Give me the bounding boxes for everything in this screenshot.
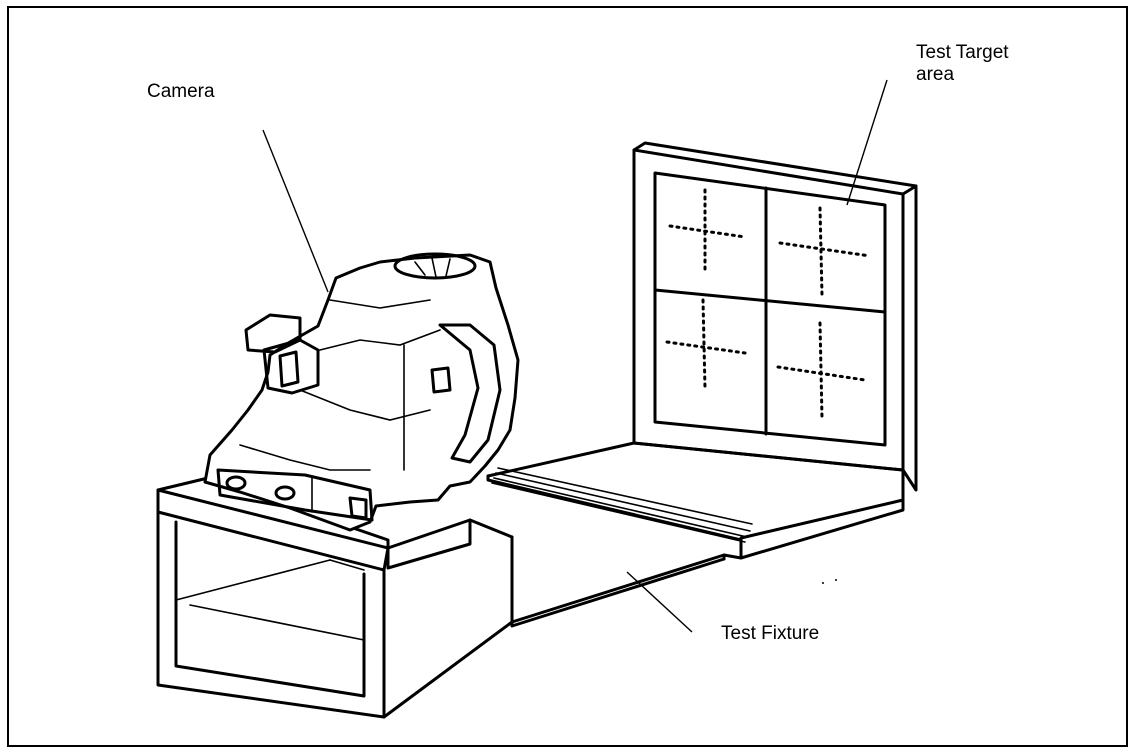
speck bbox=[835, 579, 837, 581]
target-leader-line bbox=[846, 79, 888, 206]
camera-leader-line bbox=[262, 129, 329, 293]
fixture-base bbox=[486, 441, 905, 628]
test-fixture-label: Test Fixture bbox=[721, 623, 820, 644]
camera-stand bbox=[156, 476, 514, 719]
speck bbox=[822, 582, 824, 584]
test-target-label-line1: Test Target bbox=[916, 42, 1009, 63]
camera-body bbox=[203, 252, 520, 532]
figure-border bbox=[7, 6, 1128, 747]
test-target-label-line2: area bbox=[916, 64, 955, 85]
camera-label: Camera bbox=[147, 81, 215, 102]
target-crosses bbox=[665, 188, 872, 420]
fixture-leader-line bbox=[626, 571, 693, 633]
test-target-board bbox=[632, 141, 918, 492]
test-target-label: Test Target area bbox=[916, 42, 1009, 86]
